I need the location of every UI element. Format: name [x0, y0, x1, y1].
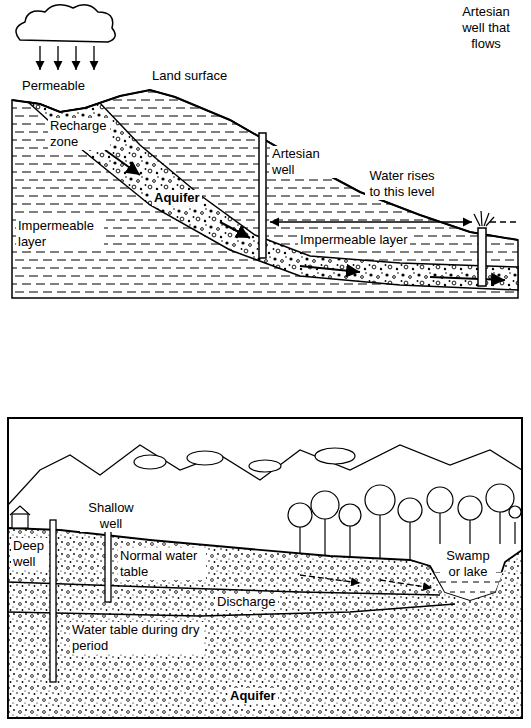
drawing-part	[339, 504, 361, 526]
drawing-part	[220, 222, 250, 238]
drawing-part	[450, 592, 495, 593]
level-arrow	[270, 221, 472, 222]
drawing-part	[469, 520, 470, 544]
clouds	[134, 448, 355, 472]
rain-cloud	[16, 5, 115, 42]
drawing-part	[324, 519, 325, 555]
impermeable-layer	[12, 90, 518, 298]
well-label: Artesian well that flows	[456, 4, 516, 52]
well-pipe	[259, 133, 266, 258]
well-label: Artesian well	[270, 146, 336, 178]
drawing-part	[93, 46, 94, 70]
drawing-part	[249, 460, 281, 472]
house	[10, 506, 30, 528]
drawing-part	[134, 455, 166, 469]
drawing-part	[57, 46, 58, 70]
drawing-part	[311, 491, 339, 519]
well-label: Shallow well	[80, 500, 142, 532]
drawing-part	[12, 514, 28, 528]
drawing-part	[458, 496, 482, 520]
drawing-part	[187, 451, 223, 465]
drawing-part	[427, 487, 453, 513]
well-pipe	[105, 530, 111, 602]
layer-label: Impermeable layer	[298, 232, 410, 248]
rain-arrows	[40, 46, 94, 70]
lake-label: Swamp or lake	[440, 548, 496, 580]
aquifer-band	[28, 102, 518, 290]
artesian-section	[12, 5, 518, 298]
drawing-part	[349, 526, 350, 557]
level-line	[490, 221, 518, 222]
drawing-part	[474, 214, 480, 226]
discharge-label: Discharge	[215, 594, 278, 610]
zone-label: Permeable	[20, 78, 87, 94]
flowing-water	[474, 211, 494, 226]
drawing-part	[481, 211, 482, 226]
drawing-part	[365, 485, 395, 515]
drawing-part	[514, 522, 515, 544]
well-label: Deep well	[11, 538, 49, 570]
aquifer-label: Aquifer	[228, 688, 278, 704]
aquifer-label: Aquifer	[152, 190, 202, 206]
frame	[8, 418, 522, 718]
drawing-part	[398, 498, 422, 522]
drawing-part	[75, 46, 76, 70]
well-pipe	[50, 520, 56, 682]
drawing-part	[10, 506, 30, 515]
surface-label: Land surface	[150, 68, 229, 84]
drawing-part	[379, 515, 380, 558]
drawing-part	[380, 580, 432, 588]
drawing-part	[409, 522, 410, 560]
drawing-part	[439, 513, 440, 544]
drawing-part	[486, 484, 514, 512]
drawing-part	[299, 527, 300, 553]
drawing-part	[440, 582, 500, 583]
drawing-part	[300, 266, 360, 272]
drawing-part	[300, 575, 360, 583]
water-table-section	[8, 418, 522, 718]
drawing-part	[499, 512, 500, 544]
layer-label: Impermeable layer	[16, 218, 104, 250]
discharge-arrows	[300, 575, 432, 588]
drawing-part	[288, 503, 312, 527]
zone-label: Recharge zone	[48, 118, 110, 150]
table-label: Normal water table	[118, 548, 206, 580]
level-label: Water rises to this level	[365, 168, 439, 200]
well-pipe	[478, 228, 486, 286]
drawing-part	[509, 506, 521, 518]
aquifer-ground	[8, 528, 522, 718]
table-label: Water table during dry period	[70, 622, 204, 654]
drawing-part	[105, 150, 140, 175]
drawing-part	[315, 448, 355, 464]
drawing-part	[430, 277, 505, 280]
drawing-part	[39, 46, 40, 70]
